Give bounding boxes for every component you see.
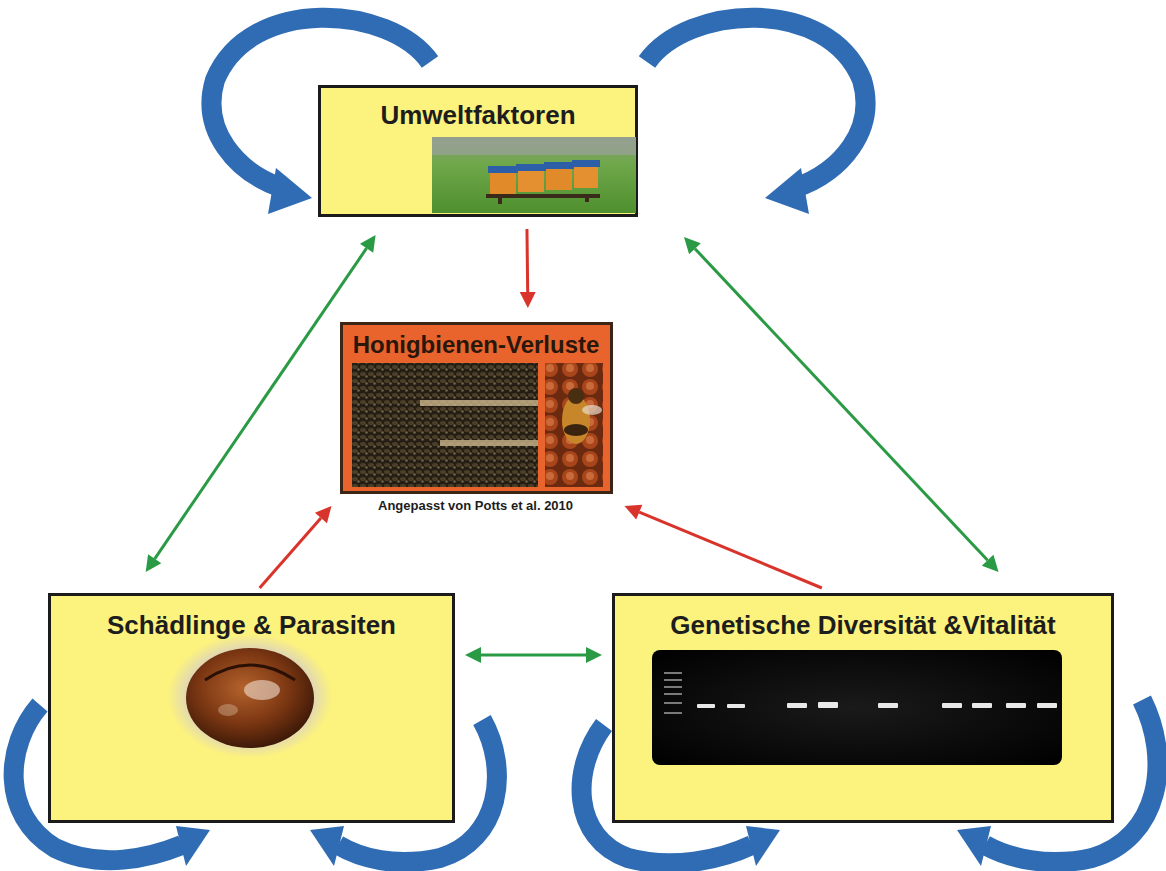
arrowhead <box>982 555 999 572</box>
connector-line <box>639 512 822 588</box>
connector-line <box>695 249 988 561</box>
arrowhead <box>957 826 991 866</box>
connector-arrow <box>684 237 999 572</box>
bee-frame-photo <box>352 363 538 487</box>
arrowhead <box>176 826 210 866</box>
box-title: Umweltfaktoren <box>380 100 575 131</box>
factor-box: Genetische Diversität &Vitalität <box>612 593 1114 823</box>
honeycomb-photo <box>545 363 603 487</box>
arrowhead <box>310 826 344 866</box>
cycle-arrow <box>647 18 865 188</box>
arrowhead <box>520 292 536 308</box>
arrowhead <box>765 168 809 214</box>
arrowhead <box>146 554 162 572</box>
arrowhead <box>625 505 643 520</box>
connector-line <box>481 654 586 657</box>
arrowhead <box>360 235 376 253</box>
connector-arrow <box>520 229 536 308</box>
connector-line <box>260 518 321 588</box>
connector-arrow <box>625 505 822 588</box>
arrowhead <box>684 237 701 254</box>
connector-line <box>525 229 529 292</box>
connector-arrow <box>260 506 332 588</box>
beetle-photo <box>168 634 332 758</box>
source-note: Angepasst von Potts et al. 2010 <box>375 498 576 513</box>
box-title: Schädlinge & Parasiten <box>107 610 396 641</box>
result-box: Honigbienen-Verluste <box>340 322 613 494</box>
arrowhead <box>746 826 780 866</box>
arrowhead <box>268 168 312 214</box>
beehive-photo <box>432 137 636 213</box>
gel-electrophoresis-photo <box>652 650 1062 765</box>
connector-line <box>155 248 367 559</box>
arrowhead <box>586 647 602 663</box>
factor-box: Schädlinge & Parasiten <box>48 593 455 823</box>
connector-arrow <box>465 647 602 663</box>
cycle-arrow-group <box>14 18 1158 864</box>
arrowhead <box>465 647 481 663</box>
box-title: Honigbienen-Verluste <box>353 331 600 359</box>
factor-box: Umweltfaktoren <box>318 85 638 217</box>
box-title: Genetische Diversität &Vitalität <box>670 610 1055 641</box>
arrowhead <box>315 506 332 523</box>
